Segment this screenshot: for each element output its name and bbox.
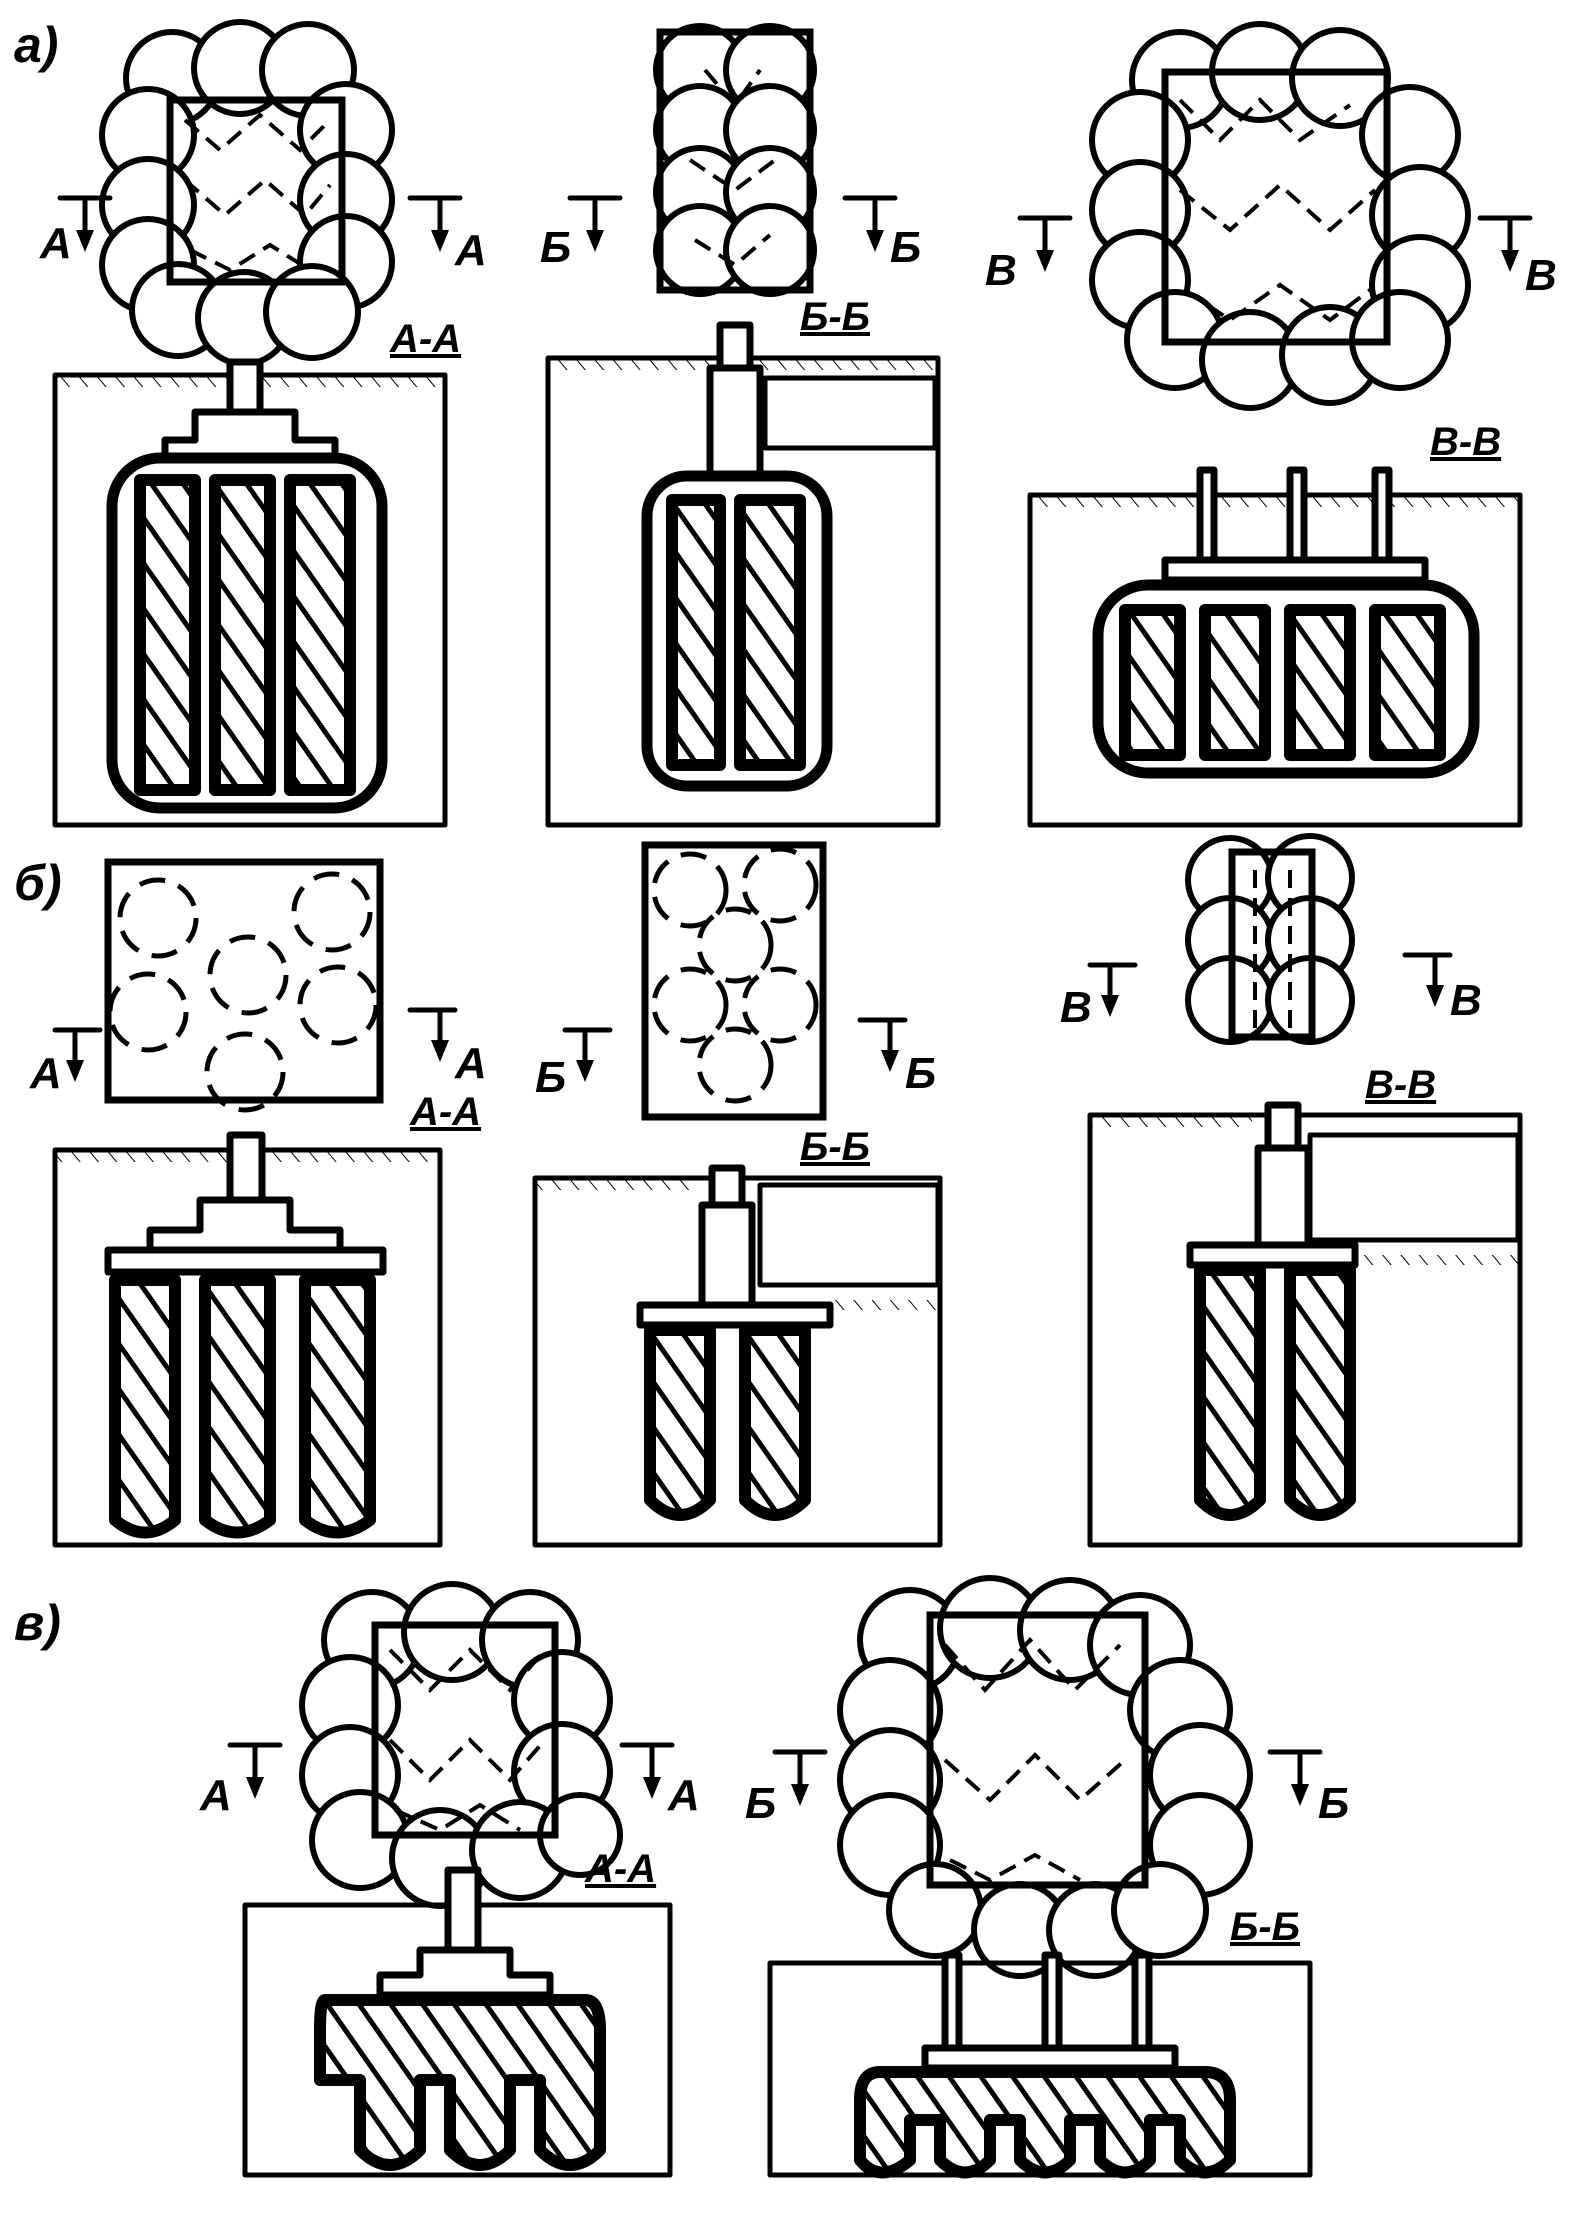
plan-a-a [99,19,395,367]
svg-text:Б: Б [905,1049,936,1098]
row-label-a: а) [14,17,58,73]
row-label-b: б) [14,855,62,911]
plan-a-v [299,1581,623,1909]
section-arrow-a-left-b: А [29,1027,103,1098]
svg-text:А: А [454,1039,487,1088]
section-arrow-b-right-b: Б [857,1017,936,1098]
svg-text:Б-Б: Б-Б [1230,1905,1300,1949]
row-label-v: в) [14,1595,61,1651]
svg-text:Б: Б [540,223,571,272]
section-arrow-b-right-v: Б [1267,1749,1349,1828]
section-arrow-v-right-b: В [1402,952,1482,1025]
svg-text:А: А [199,1771,232,1820]
section-arrow-b-left: Б [540,195,623,272]
plan-v-a [1089,21,1471,411]
svg-text:А-А: А-А [389,317,461,361]
section-b-b-2: Б-Б [532,1125,943,1548]
svg-text:Б: Б [890,223,921,272]
section-arrow-a-left: А [39,195,113,268]
section-arrow-a-right-b: А [407,1007,487,1088]
svg-text:А-А: А-А [409,1090,481,1134]
svg-text:А: А [29,1049,62,1098]
svg-text:Б-Б: Б-Б [800,295,870,339]
section-arrow-v-left: В [985,215,1073,295]
plan-v-b [1185,833,1355,1045]
svg-text:В: В [1450,976,1482,1025]
svg-text:А-А: А-А [584,1847,656,1891]
svg-text:В-В: В-В [1430,420,1501,464]
section-arrow-b-left-b: Б [535,1027,613,1102]
section-b-b-1: Б-Б [545,295,941,828]
section-arrow-b-left-v: Б [745,1749,828,1828]
svg-text:В: В [1525,251,1557,300]
plan-a-b [104,858,384,1113]
section-a-a-2: А-А [52,1090,481,1548]
svg-text:В: В [985,246,1017,295]
svg-text:Б: Б [745,1779,776,1828]
section-v-v-1: В-В [1027,420,1523,828]
svg-text:А: А [39,219,72,268]
svg-text:В: В [1060,983,1092,1032]
svg-text:Б-Б: Б-Б [800,1125,870,1169]
svg-text:Б: Б [535,1053,566,1102]
plan-b-a [653,23,817,297]
section-v-v-2: В-В [1087,1063,1523,1548]
section-arrow-a-right-v: А [619,1742,700,1820]
section-arrow-v-left-b: В [1060,962,1138,1032]
section-a-a-3: А-А [242,1847,673,2178]
plan-b-b [641,841,827,1121]
svg-text:А: А [454,226,487,275]
section-arrow-a-right: А [407,195,487,275]
svg-text:А: А [667,1771,700,1820]
section-arrow-v-right: В [1477,215,1557,300]
section-a-a-1: А-А [52,317,461,828]
section-arrow-a-left-v: А [199,1742,283,1820]
section-b-b-3: Б-Б [767,1905,1313,2179]
section-arrow-b-right: Б [842,195,921,272]
plan-b-v [837,1575,1253,1979]
svg-text:Б: Б [1318,1779,1349,1828]
svg-text:В-В: В-В [1365,1063,1436,1107]
